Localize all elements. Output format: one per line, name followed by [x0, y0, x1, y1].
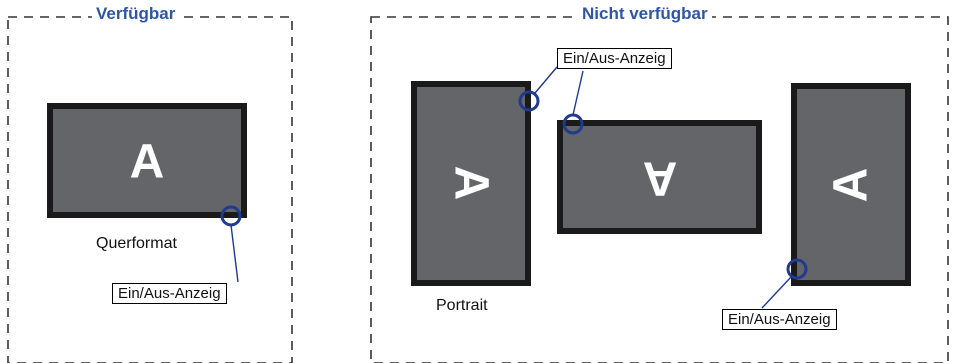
heading-available: Verfügbar	[92, 4, 180, 24]
monitor-letter: A	[643, 152, 678, 205]
monitor-letter: A	[825, 168, 878, 203]
indicator-ring-portrait-right	[786, 258, 808, 280]
leader-line	[761, 276, 792, 309]
indicator-label-landscape: Ein/Aus-Anzeig	[112, 283, 227, 304]
leader-line	[572, 70, 584, 116]
indicator-ring-portrait-left	[518, 90, 540, 112]
monitor-landscape: A	[47, 103, 247, 218]
monitor-letter: A	[445, 166, 498, 201]
indicator-label-right: Ein/Aus-Anzeig	[722, 309, 837, 330]
monitor-portrait-left: A	[411, 81, 531, 286]
landscape-label: Querformat	[96, 235, 177, 252]
monitor-upside-down: A	[557, 120, 762, 234]
portrait-label: Portrait	[436, 297, 488, 314]
monitor-letter: A	[130, 136, 165, 189]
monitor-portrait-right: A	[791, 83, 911, 286]
leader-line	[230, 224, 239, 283]
indicator-label-top: Ein/Aus-Anzeig	[557, 48, 672, 69]
available-frame	[7, 16, 293, 363]
heading-unavailable: Nicht verfügbar	[578, 4, 712, 24]
leader-line	[534, 66, 558, 94]
